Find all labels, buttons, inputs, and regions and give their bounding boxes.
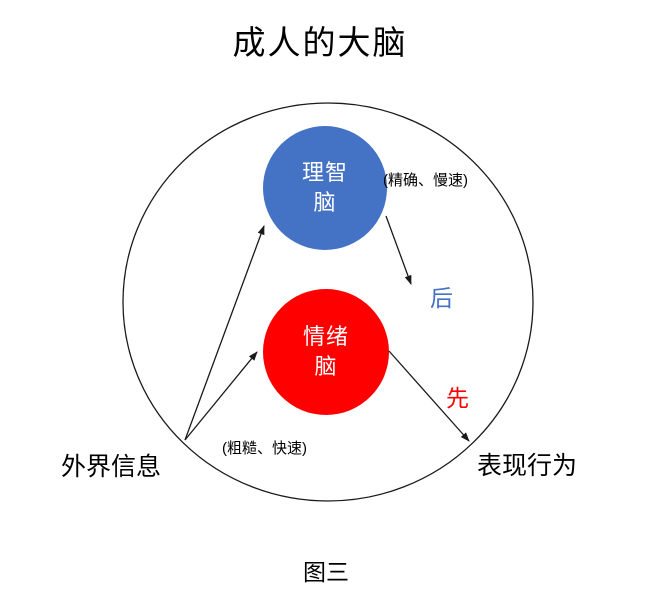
arrow-emotional-brain-to-output xyxy=(388,350,470,442)
rational-brain-circle xyxy=(263,126,387,250)
emotional-brain-note: (粗糙、快速) xyxy=(222,440,307,457)
arrow-input-to-emotional-brain xyxy=(184,351,258,441)
arrow-input-to-rational-brain xyxy=(184,225,265,441)
rational-brain-note: (精确、慢速) xyxy=(383,172,468,189)
behavior-output-label: 表现行为 xyxy=(477,452,578,480)
order-label-first: 先 xyxy=(446,385,469,411)
figure-caption: 图三 xyxy=(303,559,349,585)
adult-brain-boundary-circle xyxy=(122,102,534,502)
arrow-rational-brain-to-later xyxy=(385,215,412,285)
external-information-label: 外界信息 xyxy=(61,453,162,481)
order-label-later: 后 xyxy=(430,285,453,311)
emotional-brain-circle xyxy=(263,289,389,415)
diagram-title: 成人的大脑 xyxy=(232,24,408,61)
